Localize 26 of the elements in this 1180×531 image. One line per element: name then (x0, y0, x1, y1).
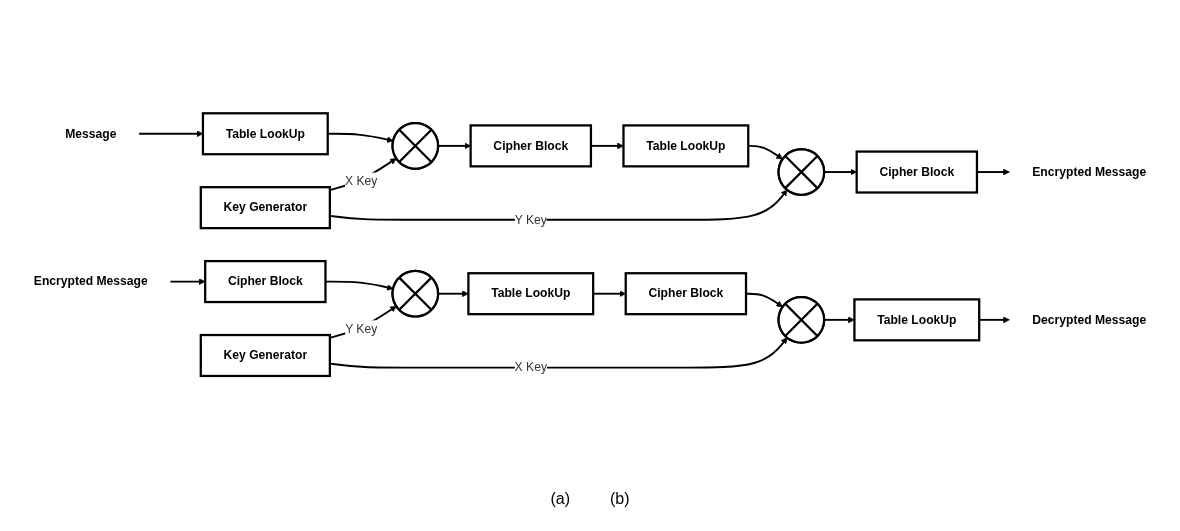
node-box: Cipher Block (469, 124, 593, 168)
node-box: Key Generator (199, 186, 331, 230)
node-text: Encrypted Message (33, 274, 148, 288)
edge-label: Y Key (514, 212, 547, 226)
node-box: Table LookUp (853, 298, 981, 342)
arrow (823, 168, 857, 176)
node-text: Decrypted Message (1032, 313, 1147, 326)
arrow (976, 168, 1010, 176)
node-text: Message (65, 126, 117, 140)
arrow (823, 316, 855, 324)
figure-label: (a) (550, 490, 570, 508)
arrow (437, 290, 469, 298)
node-box: Cipher Block (204, 259, 327, 304)
arrow (169, 278, 206, 285)
edge-label: X Key (345, 174, 378, 188)
figure-label: (b) (610, 490, 630, 508)
node-box: Key Generator (199, 333, 331, 378)
node-box: Table LookUp (467, 272, 595, 316)
edge-label: X Key (514, 360, 547, 374)
node-text: Encrypted Message (1032, 165, 1147, 179)
node-box: Table LookUp (622, 124, 750, 168)
arrow (437, 142, 471, 150)
node-box: Table LookUp (201, 112, 329, 156)
node-box: Cipher Block (624, 272, 748, 316)
node-box: Cipher Block (855, 150, 979, 194)
edge-label: Y Key (345, 322, 378, 336)
